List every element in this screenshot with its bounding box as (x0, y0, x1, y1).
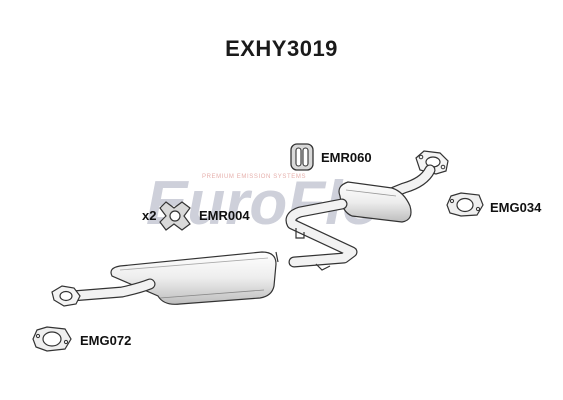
front-pipe (388, 164, 436, 198)
rear-flange (51, 285, 81, 307)
tail-pipe (66, 278, 156, 302)
gasket-icon (32, 326, 72, 352)
part-label-emg034: EMG034 (490, 200, 542, 215)
part-quantity-emr004: x2 (142, 208, 157, 223)
intermediate-pipe (285, 198, 358, 268)
part-label-emr060: EMR060 (321, 150, 372, 165)
front-silencer (338, 181, 412, 223)
watermark-tagline: PREMIUM EMISSION SYSTEMS (202, 174, 306, 180)
front-flange (415, 150, 449, 175)
pipe-hangers (275, 228, 331, 271)
rubber-mount-icon (159, 201, 191, 231)
rubber-hanger-icon (290, 143, 314, 171)
part-label-emg072: EMG072 (80, 333, 132, 348)
rear-silencer (110, 251, 277, 305)
diagram-title: EXHY3019 (225, 36, 338, 61)
gasket-icon (446, 192, 484, 217)
part-label-emr004: EMR004 (199, 208, 250, 223)
